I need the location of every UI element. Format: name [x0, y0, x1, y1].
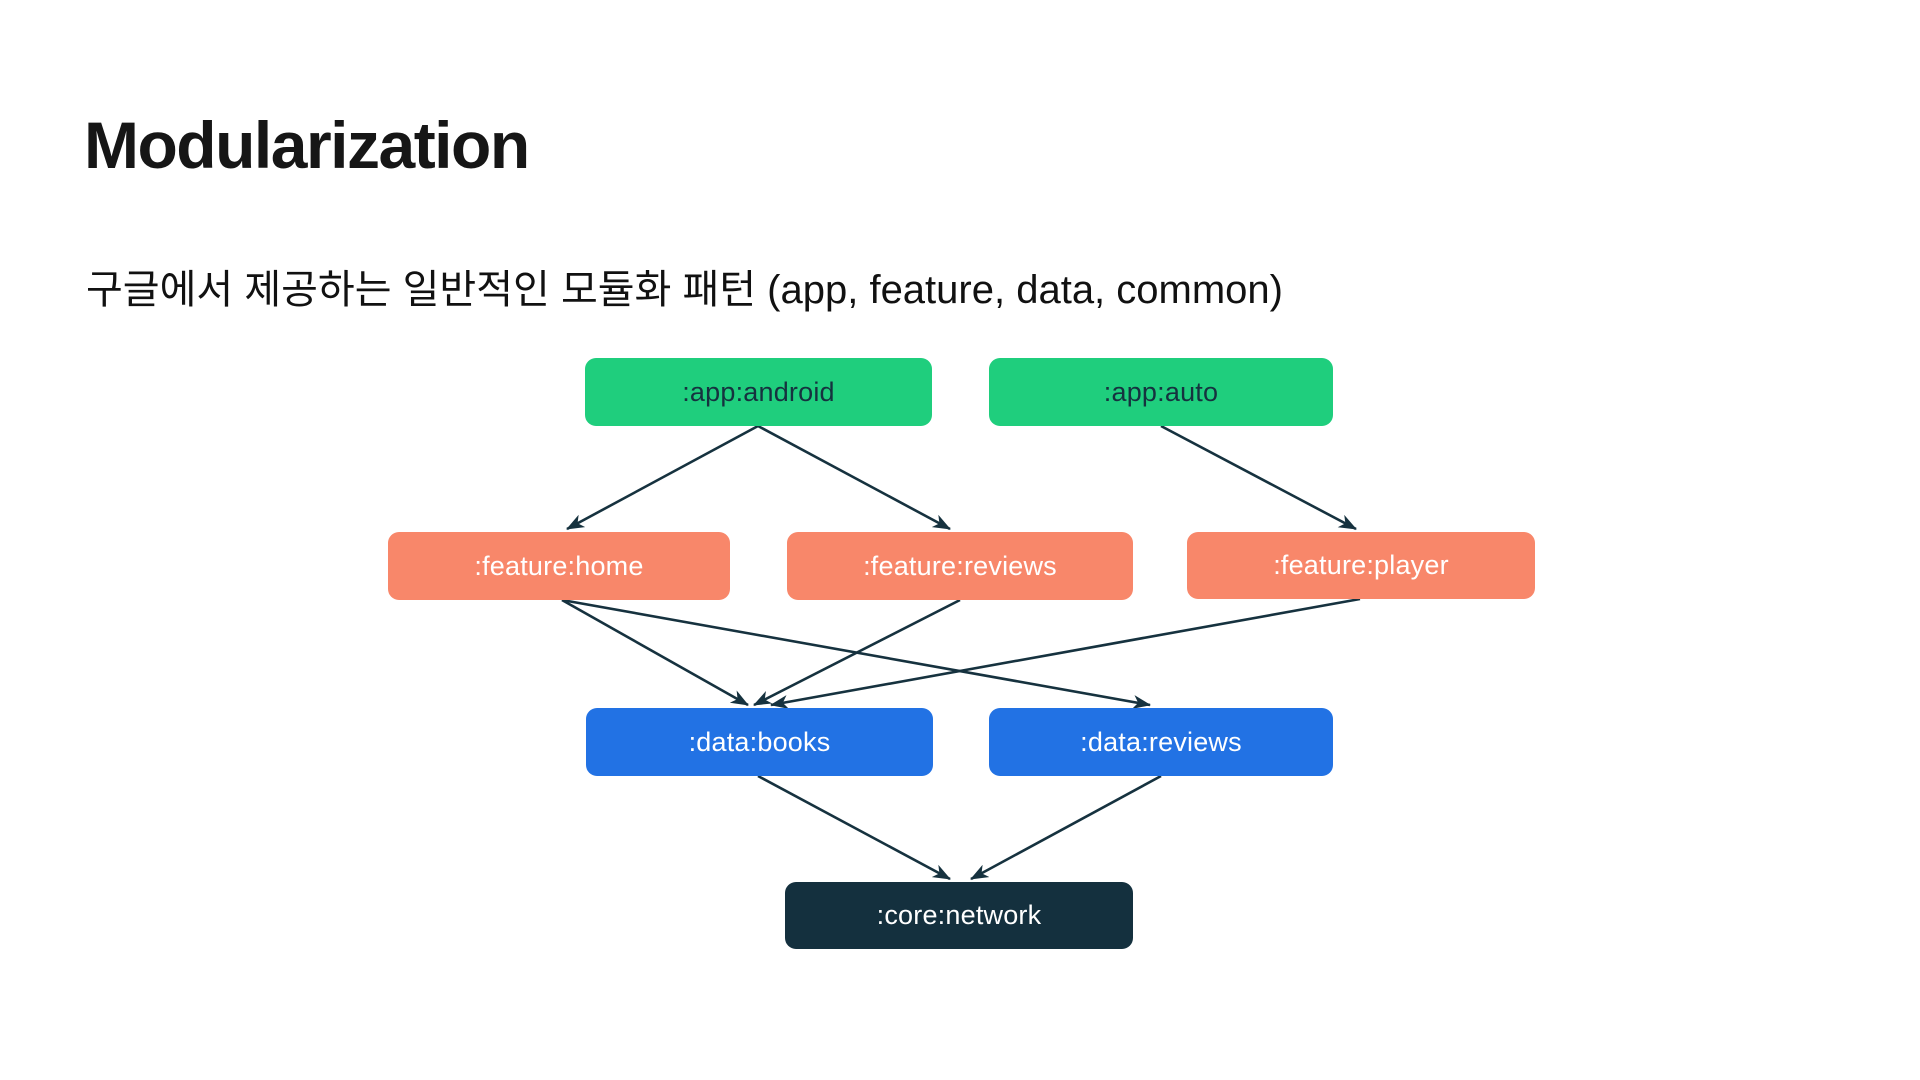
dependency-arrow-feature-home-to-data-books	[561, 598, 749, 707]
module-node-label: :data:books	[688, 726, 831, 757]
dependency-arrow-feature-player-to-data-books	[770, 597, 1361, 709]
module-node-label: :feature:reviews	[863, 550, 1057, 581]
module-node-app-auto: :app:auto	[989, 358, 1333, 426]
module-node-data-books: :data:books	[586, 708, 933, 776]
module-node-feature-reviews: :feature:reviews	[787, 532, 1133, 600]
module-node-label: :feature:home	[474, 550, 644, 581]
module-node-feature-home: :feature:home	[388, 532, 730, 600]
dependency-arrow-app-android-to-feature-home	[566, 424, 759, 531]
dependency-arrow-data-reviews-to-core-network	[970, 774, 1162, 881]
module-node-app-android: :app:android	[585, 358, 932, 426]
module-node-feature-player: :feature:player	[1187, 532, 1535, 599]
page-title: Modularization	[84, 108, 530, 182]
dependency-arrow-app-auto-to-feature-player	[1160, 424, 1357, 531]
dependency-arrow-feature-reviews-to-data-books	[753, 598, 961, 707]
module-node-label: :app:auto	[1103, 376, 1219, 407]
module-node-label: :feature:player	[1273, 550, 1449, 580]
module-node-label: :data:reviews	[1080, 726, 1242, 757]
module-node-data-reviews: :data:reviews	[989, 708, 1333, 776]
module-node-core-network: :core:network	[785, 882, 1133, 949]
page-subtitle: 구글에서 제공하는 일반적인 모듈화 패턴 (app, feature, dat…	[86, 268, 1283, 312]
dependency-arrow-app-android-to-feature-reviews	[757, 424, 951, 531]
module-node-label: :app:android	[682, 376, 835, 407]
dependency-arrow-data-books-to-core-network	[757, 774, 951, 881]
module-node-label: :core:network	[876, 900, 1042, 930]
